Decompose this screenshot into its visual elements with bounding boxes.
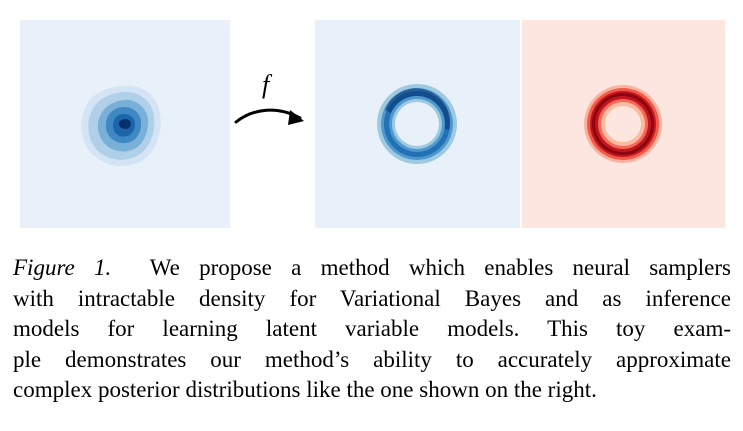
- ring-hole: [605, 106, 641, 142]
- gaussian-density-panel: [20, 20, 230, 228]
- caption-line-1: Figure 1. We propose a method which enab…: [13, 253, 731, 284]
- ring-density-red-plot: [522, 20, 725, 228]
- figure: f: [20, 20, 725, 228]
- arrow-icon: [234, 108, 304, 125]
- figure-label: Figure 1.: [13, 255, 112, 280]
- caption-line-2: with intractable density for Variational…: [13, 285, 731, 311]
- ring-dense-arc: [385, 88, 451, 130]
- ring-density-blue-panel: [315, 20, 520, 228]
- caption-line-4: ple demonstrates our method’s ability to…: [13, 346, 731, 372]
- caption-line-5: complex posterior distributions like the…: [13, 377, 597, 402]
- ring-hole: [395, 102, 439, 146]
- ring-density-blue-plot: [315, 20, 520, 228]
- ring-density-red-panel: [522, 20, 725, 228]
- caption-text-1: We propose a method which enables neural…: [149, 255, 731, 280]
- mapping-label: f: [262, 70, 270, 99]
- caption-line-3: models for learning latent variable mode…: [13, 316, 731, 341]
- density-contour-6: [119, 119, 131, 129]
- figure-caption: Figure 1. We propose a method which enab…: [13, 253, 731, 406]
- gaussian-density-plot: [20, 20, 230, 228]
